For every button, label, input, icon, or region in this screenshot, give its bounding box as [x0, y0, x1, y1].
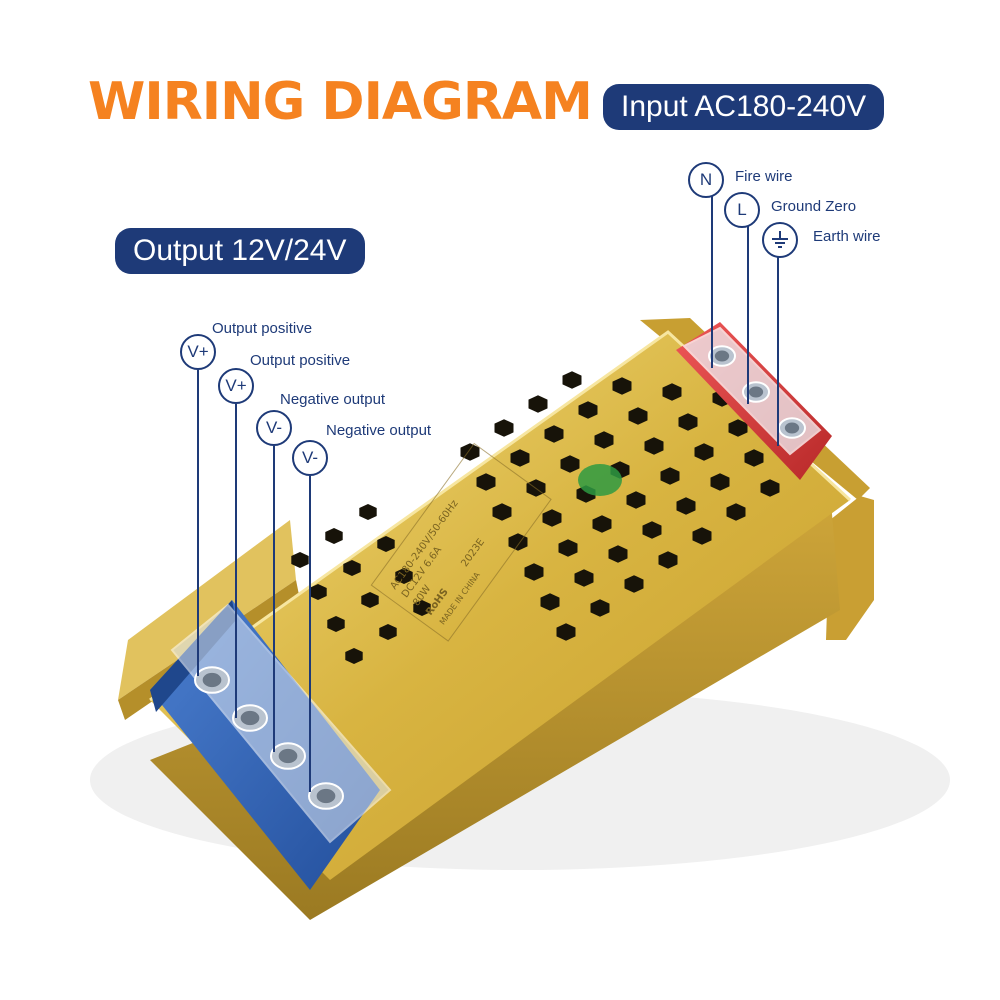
- terminal-vminus-1-badge: V-: [256, 410, 292, 446]
- vent-hole: [309, 584, 327, 600]
- terminal-earth-badge: [762, 222, 798, 258]
- terminal-vplus-2-badge: V+: [218, 368, 254, 404]
- vent-hole: [560, 455, 580, 473]
- terminal-screw-head: [316, 788, 336, 804]
- vent-hole: [592, 515, 612, 533]
- vent-hole: [476, 473, 496, 491]
- vent-hole: [624, 575, 644, 593]
- input-screws: [708, 345, 806, 439]
- terminal-screw-head: [748, 386, 764, 398]
- terminal-n-badge: N: [688, 162, 724, 198]
- vent-hole: [291, 552, 309, 568]
- vent-hole: [692, 527, 712, 545]
- vent-hole: [377, 536, 395, 552]
- vent-hole: [744, 449, 764, 467]
- earth-ground-icon: [772, 231, 788, 248]
- vent-hole: [379, 624, 397, 640]
- vent-hole: [658, 551, 678, 569]
- vent-hole: [694, 443, 714, 461]
- terminal-vminus-2-badge: V-: [292, 440, 328, 476]
- terminal-n-label: Fire wire: [735, 168, 793, 185]
- terminal-vminus-1-label: Negative output: [280, 391, 386, 408]
- vent-hole: [395, 568, 413, 584]
- terminal-vplus-1-badge: V+: [180, 334, 216, 370]
- vent-hole: [361, 592, 379, 608]
- vent-hole: [542, 509, 562, 527]
- vent-hole: [726, 503, 746, 521]
- vent-hole: [642, 521, 662, 539]
- vent-hole: [345, 648, 363, 664]
- vent-hole: [413, 600, 431, 616]
- vent-hole: [728, 419, 748, 437]
- vent-hole: [676, 497, 696, 515]
- output-screws: [194, 666, 344, 810]
- vent-hole: [590, 599, 610, 617]
- vent-hole: [492, 503, 512, 521]
- vent-hole: [540, 593, 560, 611]
- page-title: WIRING DIAGRAM: [88, 72, 593, 132]
- terminal-vplus-1-label: Output positive: [212, 320, 313, 337]
- vent-hole: [327, 616, 345, 632]
- vent-hole: [760, 479, 780, 497]
- circuit-board: [578, 464, 622, 496]
- vent-hole: [528, 395, 548, 413]
- vent-hole: [608, 545, 628, 563]
- terminal-screw-head: [714, 350, 730, 362]
- output-terminal-block: [150, 600, 392, 890]
- vent-hole: [628, 407, 648, 425]
- vent-holes: [291, 371, 780, 664]
- vent-hole: [544, 425, 564, 443]
- terminal-screw-head: [240, 710, 260, 726]
- front-flange: [118, 520, 296, 700]
- vent-hole: [710, 473, 730, 491]
- vent-hole: [578, 401, 598, 419]
- output-voltage-label: Output 12V/24V: [115, 228, 365, 274]
- vent-hole: [626, 491, 646, 509]
- output-block-cover: [170, 603, 392, 844]
- vent-hole: [662, 383, 682, 401]
- vent-hole: [660, 467, 680, 485]
- input-terminal-block: [676, 322, 832, 480]
- leader-lines: [197, 196, 779, 792]
- vent-hole: [574, 569, 594, 587]
- terminal-screw-head: [278, 748, 298, 764]
- vent-hole: [678, 413, 698, 431]
- terminal-screw-head: [202, 672, 222, 688]
- terminal-vplus-2-label: Output positive: [250, 352, 351, 369]
- terminal-l-badge: L: [724, 192, 760, 228]
- vent-hole: [494, 419, 514, 437]
- vent-hole: [558, 539, 578, 557]
- terminal-screw-head: [784, 422, 800, 434]
- terminal-earth-label: Earth wire: [813, 228, 881, 245]
- vent-hole: [343, 560, 361, 576]
- vent-hole: [510, 449, 530, 467]
- vent-hole: [524, 563, 544, 581]
- vent-hole: [359, 504, 377, 520]
- vent-hole: [556, 623, 576, 641]
- vent-hole: [562, 371, 582, 389]
- vent-hole: [325, 528, 343, 544]
- vent-hole: [644, 437, 664, 455]
- device-label-frame: [370, 442, 552, 642]
- terminal-vminus-2-label: Negative output: [326, 422, 432, 439]
- terminal-l-label: Ground Zero: [771, 198, 857, 215]
- vent-hole: [594, 431, 614, 449]
- vent-hole: [612, 377, 632, 395]
- input-voltage-label: Input AC180-240V: [603, 84, 885, 130]
